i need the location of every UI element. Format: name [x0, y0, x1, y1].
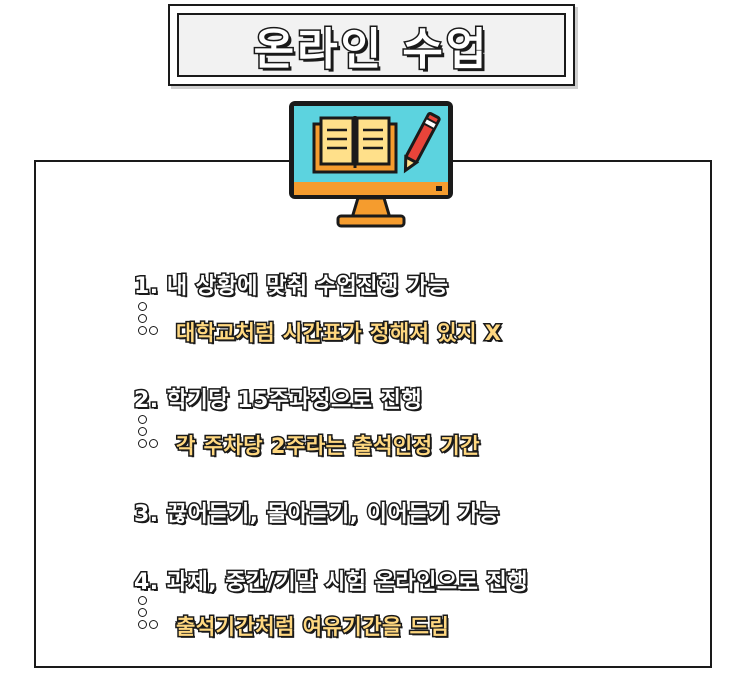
bullet-dots-icon	[138, 415, 166, 451]
list-item-4: 4. 과제, 중간/기말 시험 온라인으로 진행	[133, 569, 529, 597]
page-title: 온라인 수업	[252, 23, 490, 77]
title-banner: 온라인 수업	[168, 4, 575, 86]
bullet-dots-icon	[138, 302, 166, 338]
computer-monitor-icon	[289, 101, 453, 228]
pen-icon	[403, 112, 441, 174]
list-item-2: 2. 학기당 15주과정으로 진행	[132, 387, 423, 415]
open-book-icon	[312, 116, 398, 174]
content-box	[34, 160, 712, 668]
list-item-3: 3. 끊어듣기, 몰아듣기, 이어듣기 가능	[132, 501, 500, 529]
bullet-dots-icon	[138, 596, 166, 632]
list-item-2-note: 각 주차당 2주라는 출석인정 기간	[174, 433, 481, 460]
title-inner-frame: 온라인 수업	[177, 13, 566, 77]
list-item-1-note: 대학교처럼 시간표가 정해져 있지 X	[174, 320, 502, 347]
list-item-4-note: 출석기간처럼 여유기간을 드림	[174, 614, 450, 641]
list-item-1: 1. 내 상황에 맞춰 수업진행 가능	[132, 273, 449, 301]
